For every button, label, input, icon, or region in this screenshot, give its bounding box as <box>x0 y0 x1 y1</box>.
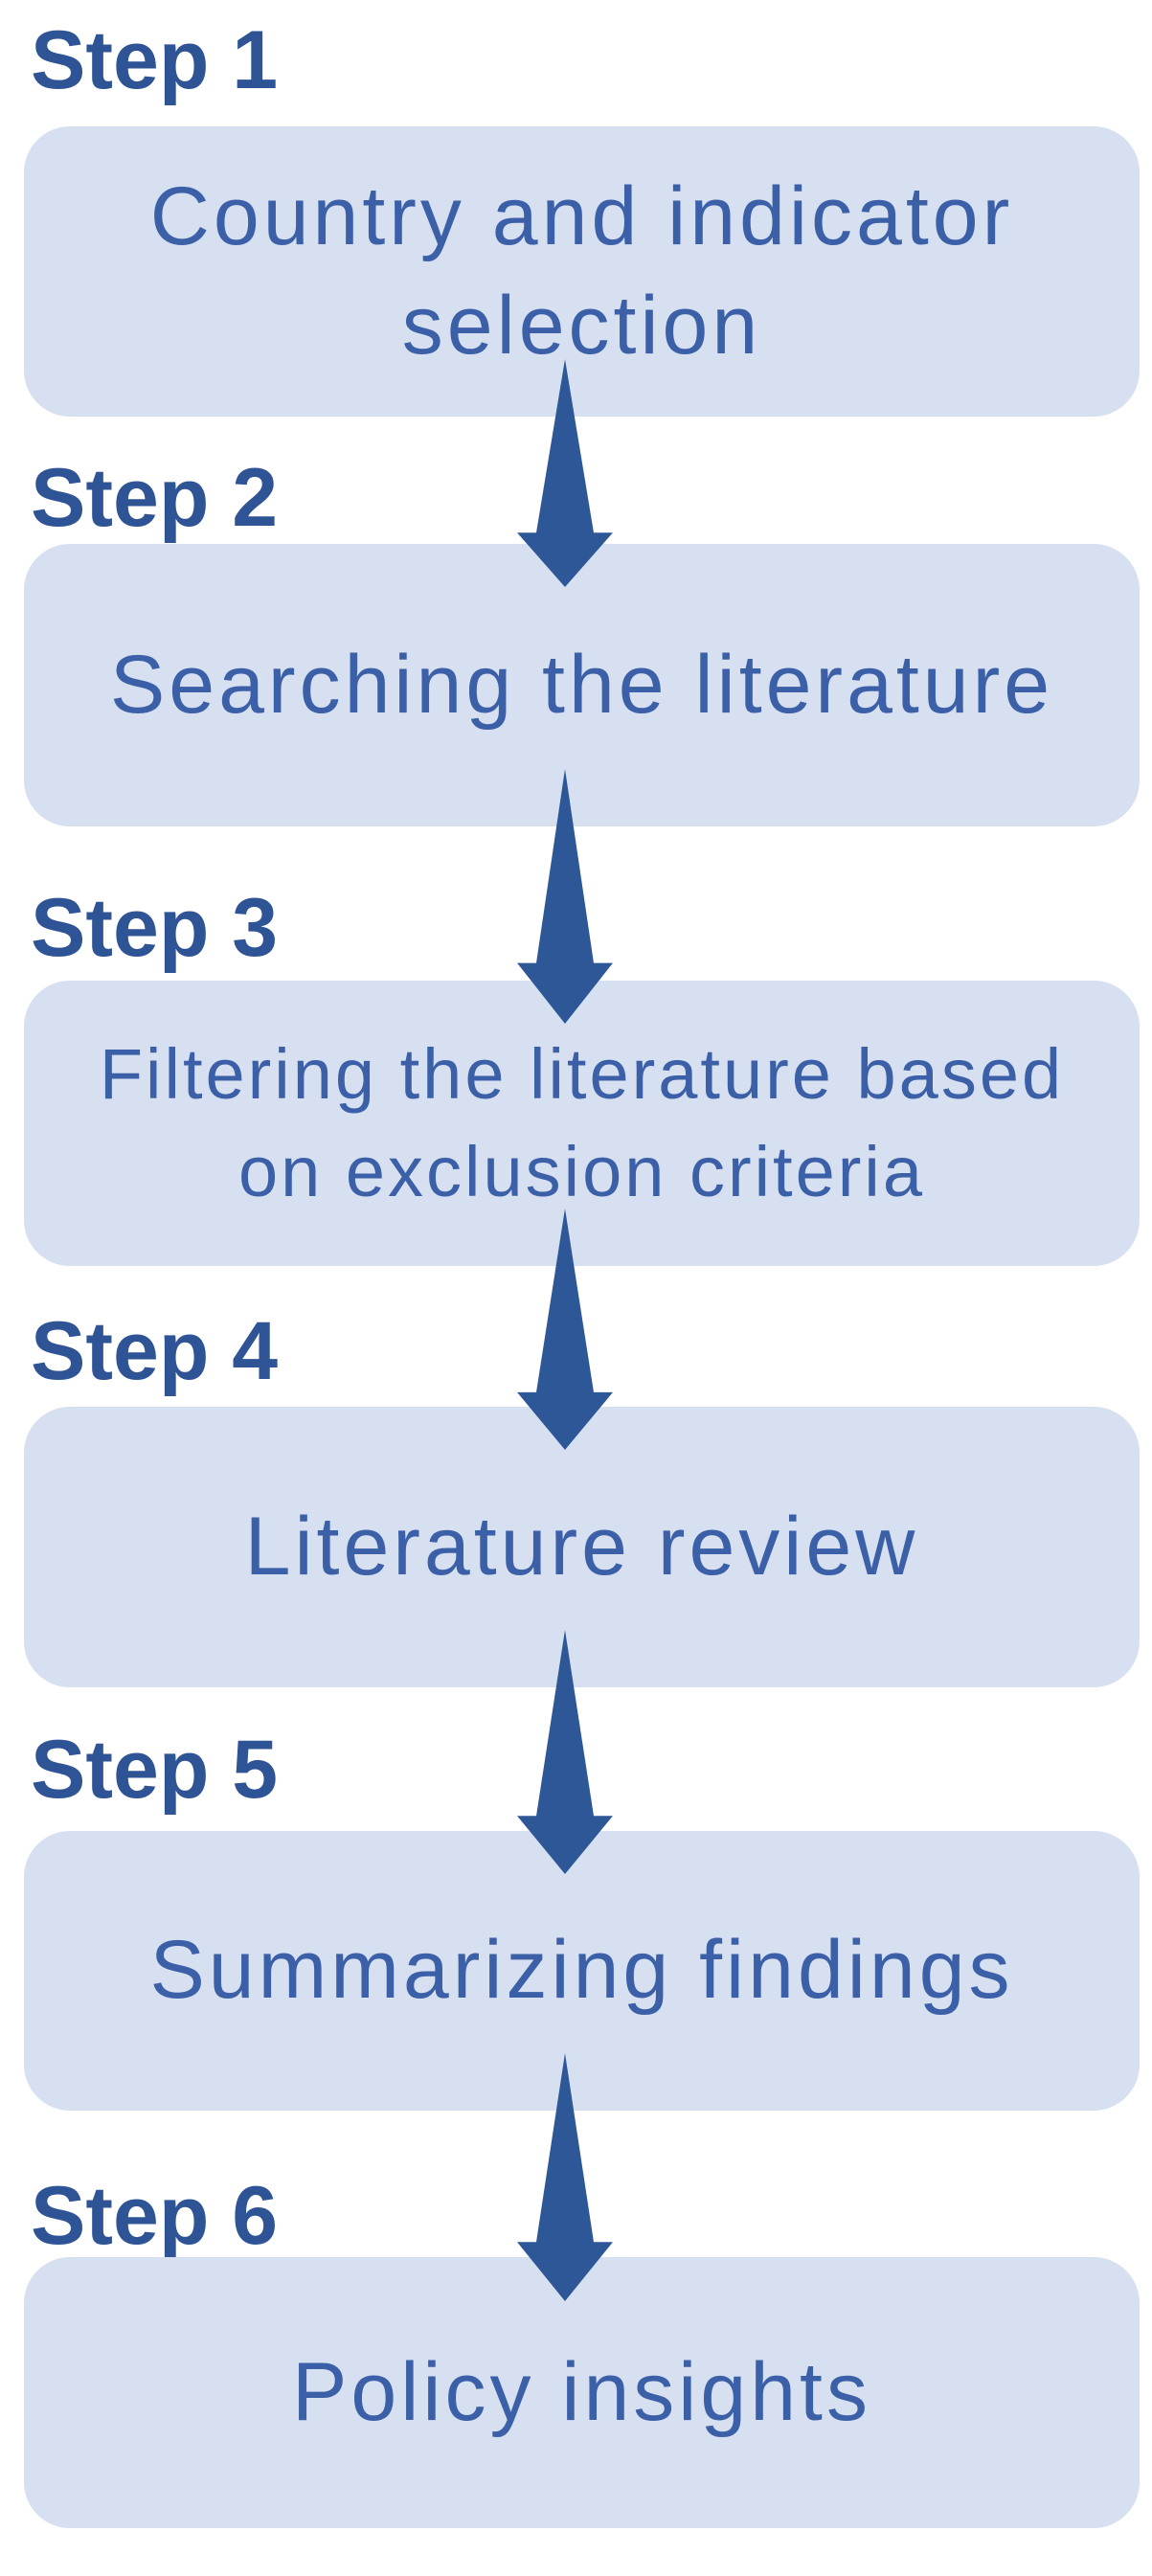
step-5-text-line: Summarizing findings <box>149 1924 1014 2017</box>
step-4-text-line: Literature review <box>244 1500 919 1593</box>
step-6-box: Policy insights <box>24 2257 1140 2528</box>
down-arrow-icon <box>515 1630 615 1874</box>
step-6-label: Step 6 <box>31 2170 279 2262</box>
step-5-box: Summarizing findings <box>24 1831 1140 2111</box>
step-3-text-line: Filtering the literature based <box>99 1033 1065 1114</box>
step-2-box: Searching the literature <box>24 544 1140 826</box>
step-1-text-line: selection <box>401 279 762 372</box>
step-3-box: Filtering the literature based on exclus… <box>24 981 1140 1266</box>
step-3-label: Step 3 <box>31 882 279 974</box>
down-arrow-icon <box>515 2053 615 2301</box>
step-4-box: Literature review <box>24 1407 1140 1687</box>
step-1-text-line: Country and indicator <box>149 169 1014 262</box>
step-5-label: Step 5 <box>31 1724 279 1816</box>
down-arrow-icon <box>515 769 615 1024</box>
down-arrow-icon <box>515 1209 615 1450</box>
down-arrow-icon <box>515 359 615 587</box>
step-1-label: Step 1 <box>31 14 279 106</box>
step-2-text-line: Searching the literature <box>109 638 1054 731</box>
step-4-label: Step 4 <box>31 1305 279 1397</box>
step-6-text-line: Policy insights <box>292 2345 871 2438</box>
step-1-box: Country and indicator selection <box>24 126 1140 417</box>
step-3-text-line: on exclusion criteria <box>238 1132 925 1211</box>
step-2-label: Step 2 <box>31 452 279 544</box>
